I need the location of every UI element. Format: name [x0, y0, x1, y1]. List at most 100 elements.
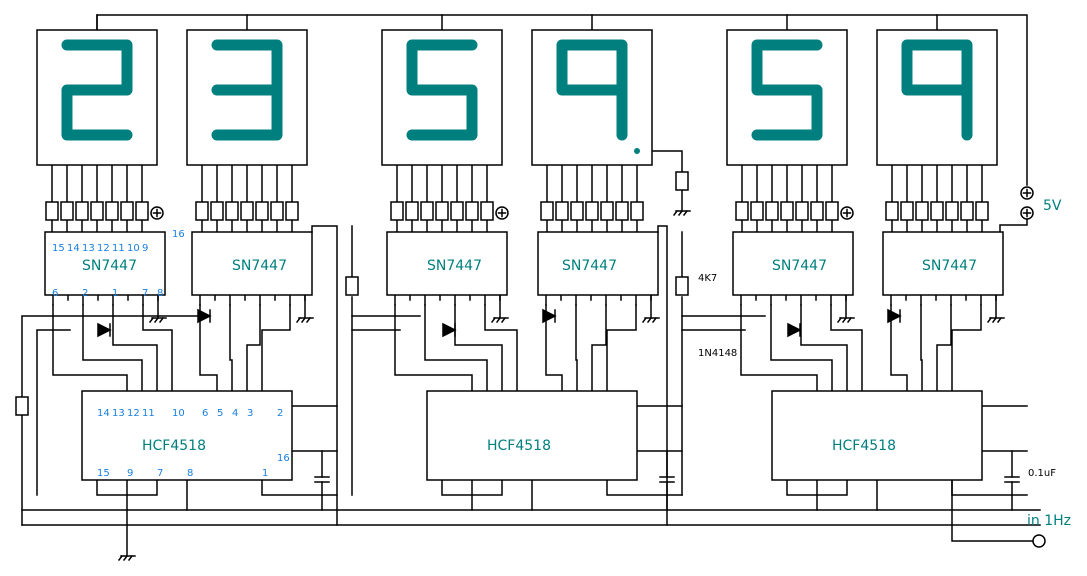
decoder-chip	[191, 231, 313, 296]
bcd-line	[951, 304, 982, 392]
diode-1n4148-label: 1N4148	[698, 348, 737, 359]
ground-hatch	[295, 316, 302, 324]
pin-label: 10	[127, 243, 140, 254]
pin-label: 13	[82, 243, 95, 254]
counter-body	[81, 390, 293, 481]
bcd-line	[112, 304, 158, 392]
decoder-label-2: SN7447	[232, 258, 287, 274]
bcd-line	[52, 304, 128, 392]
counter-label-3: HCF4518	[832, 438, 896, 454]
diode-icon	[442, 322, 457, 338]
pin-label: 16	[277, 453, 290, 464]
decoder-label-5: SN7447	[772, 258, 827, 274]
bcd-line	[800, 304, 848, 392]
bcd-line	[936, 304, 952, 392]
segment-resistor	[825, 201, 839, 221]
diode-icon	[542, 308, 557, 324]
display-body	[531, 29, 653, 166]
pin-label: 11	[112, 243, 125, 254]
bus	[21, 315, 201, 398]
counter-chip	[426, 390, 638, 481]
display-body	[186, 29, 308, 166]
pin-label: 2	[82, 288, 88, 299]
decoder-label-6: SN7447	[922, 258, 977, 274]
segment-resistor	[810, 201, 824, 221]
display-body	[726, 29, 848, 166]
segment-resistor	[945, 201, 959, 221]
seven-segment-display	[381, 29, 503, 166]
decoder-body	[44, 231, 166, 296]
decoder-chip	[882, 231, 1004, 296]
segment-resistor	[285, 201, 299, 221]
segment-resistor	[600, 201, 614, 221]
counter-chip	[81, 390, 293, 481]
wires	[21, 14, 1041, 556]
plus-circle-icon	[150, 206, 164, 220]
input-1hz-label: in 1Hz	[1027, 513, 1071, 529]
pin-label: 5	[217, 408, 223, 419]
decimal-point-icon	[634, 148, 640, 154]
diode-triangle	[887, 308, 902, 324]
resistor-4k7-label: 4K7	[698, 273, 717, 284]
dp-resistor	[675, 171, 689, 191]
plus-circle-icon	[1020, 186, 1034, 200]
diode-icon	[97, 322, 112, 338]
pin-label: 1	[262, 468, 268, 479]
display-body	[381, 29, 503, 166]
counter-body	[771, 390, 983, 481]
bcd-line	[199, 304, 218, 392]
ground-icon	[490, 316, 509, 324]
seven-segment-display	[876, 29, 998, 166]
segment-resistor	[975, 201, 989, 221]
pin-label: 2	[277, 408, 283, 419]
ground-hatch	[836, 316, 843, 324]
pin-label: 8	[157, 288, 163, 299]
ground-hatch	[300, 316, 307, 324]
segment-resistor	[570, 201, 584, 221]
digit-segments	[556, 39, 628, 141]
ground-icon	[986, 316, 1005, 324]
segment-resistor	[390, 201, 404, 221]
ground-hatch	[672, 209, 679, 217]
bcd-line	[394, 304, 473, 392]
bcd-line	[591, 304, 607, 392]
ground-icon	[672, 209, 691, 217]
plus-circle-icon	[495, 206, 509, 220]
decoder-1-pin-labels: 15 14 13 12 11 10 9 16 6 2 1 7 8	[52, 229, 185, 299]
pin-label: 9	[142, 243, 148, 254]
diode-triangle	[97, 322, 112, 338]
decoder-label-3: SN7447	[427, 258, 482, 274]
capacitor-icon	[314, 476, 330, 483]
bcd-line	[246, 304, 261, 392]
segment-resistor	[465, 201, 479, 221]
display-body	[36, 29, 158, 166]
decoder-chip	[386, 231, 508, 296]
counter-chip	[771, 390, 983, 481]
segment-resistor	[795, 201, 809, 221]
pin-label: 12	[127, 408, 140, 419]
pin-label: 10	[172, 408, 185, 419]
ground-hatch	[495, 316, 502, 324]
decoder-label-1: SN7447	[82, 258, 137, 274]
capacitor-icon	[659, 476, 675, 483]
pin-label: 13	[112, 408, 125, 419]
counter-bottom	[261, 479, 338, 496]
bcd-line	[545, 304, 563, 392]
segment-resistor	[780, 201, 794, 221]
carry-line	[311, 225, 338, 526]
segment-resistor	[90, 201, 104, 221]
ground-icon	[295, 316, 314, 324]
display-body	[876, 29, 998, 166]
segment-resistor	[195, 201, 209, 221]
diode-triangle	[442, 322, 457, 338]
pin-label: 15	[97, 468, 110, 479]
segment-resistor	[225, 201, 239, 221]
ground-icon	[836, 316, 855, 324]
ground-hatch	[677, 209, 684, 217]
ground-hatch	[641, 316, 648, 324]
segment-resistor	[60, 201, 74, 221]
ground-hatch	[127, 554, 134, 562]
pin-label: 11	[142, 408, 155, 419]
decoder-body	[537, 231, 659, 296]
segment-resistor	[960, 201, 974, 221]
